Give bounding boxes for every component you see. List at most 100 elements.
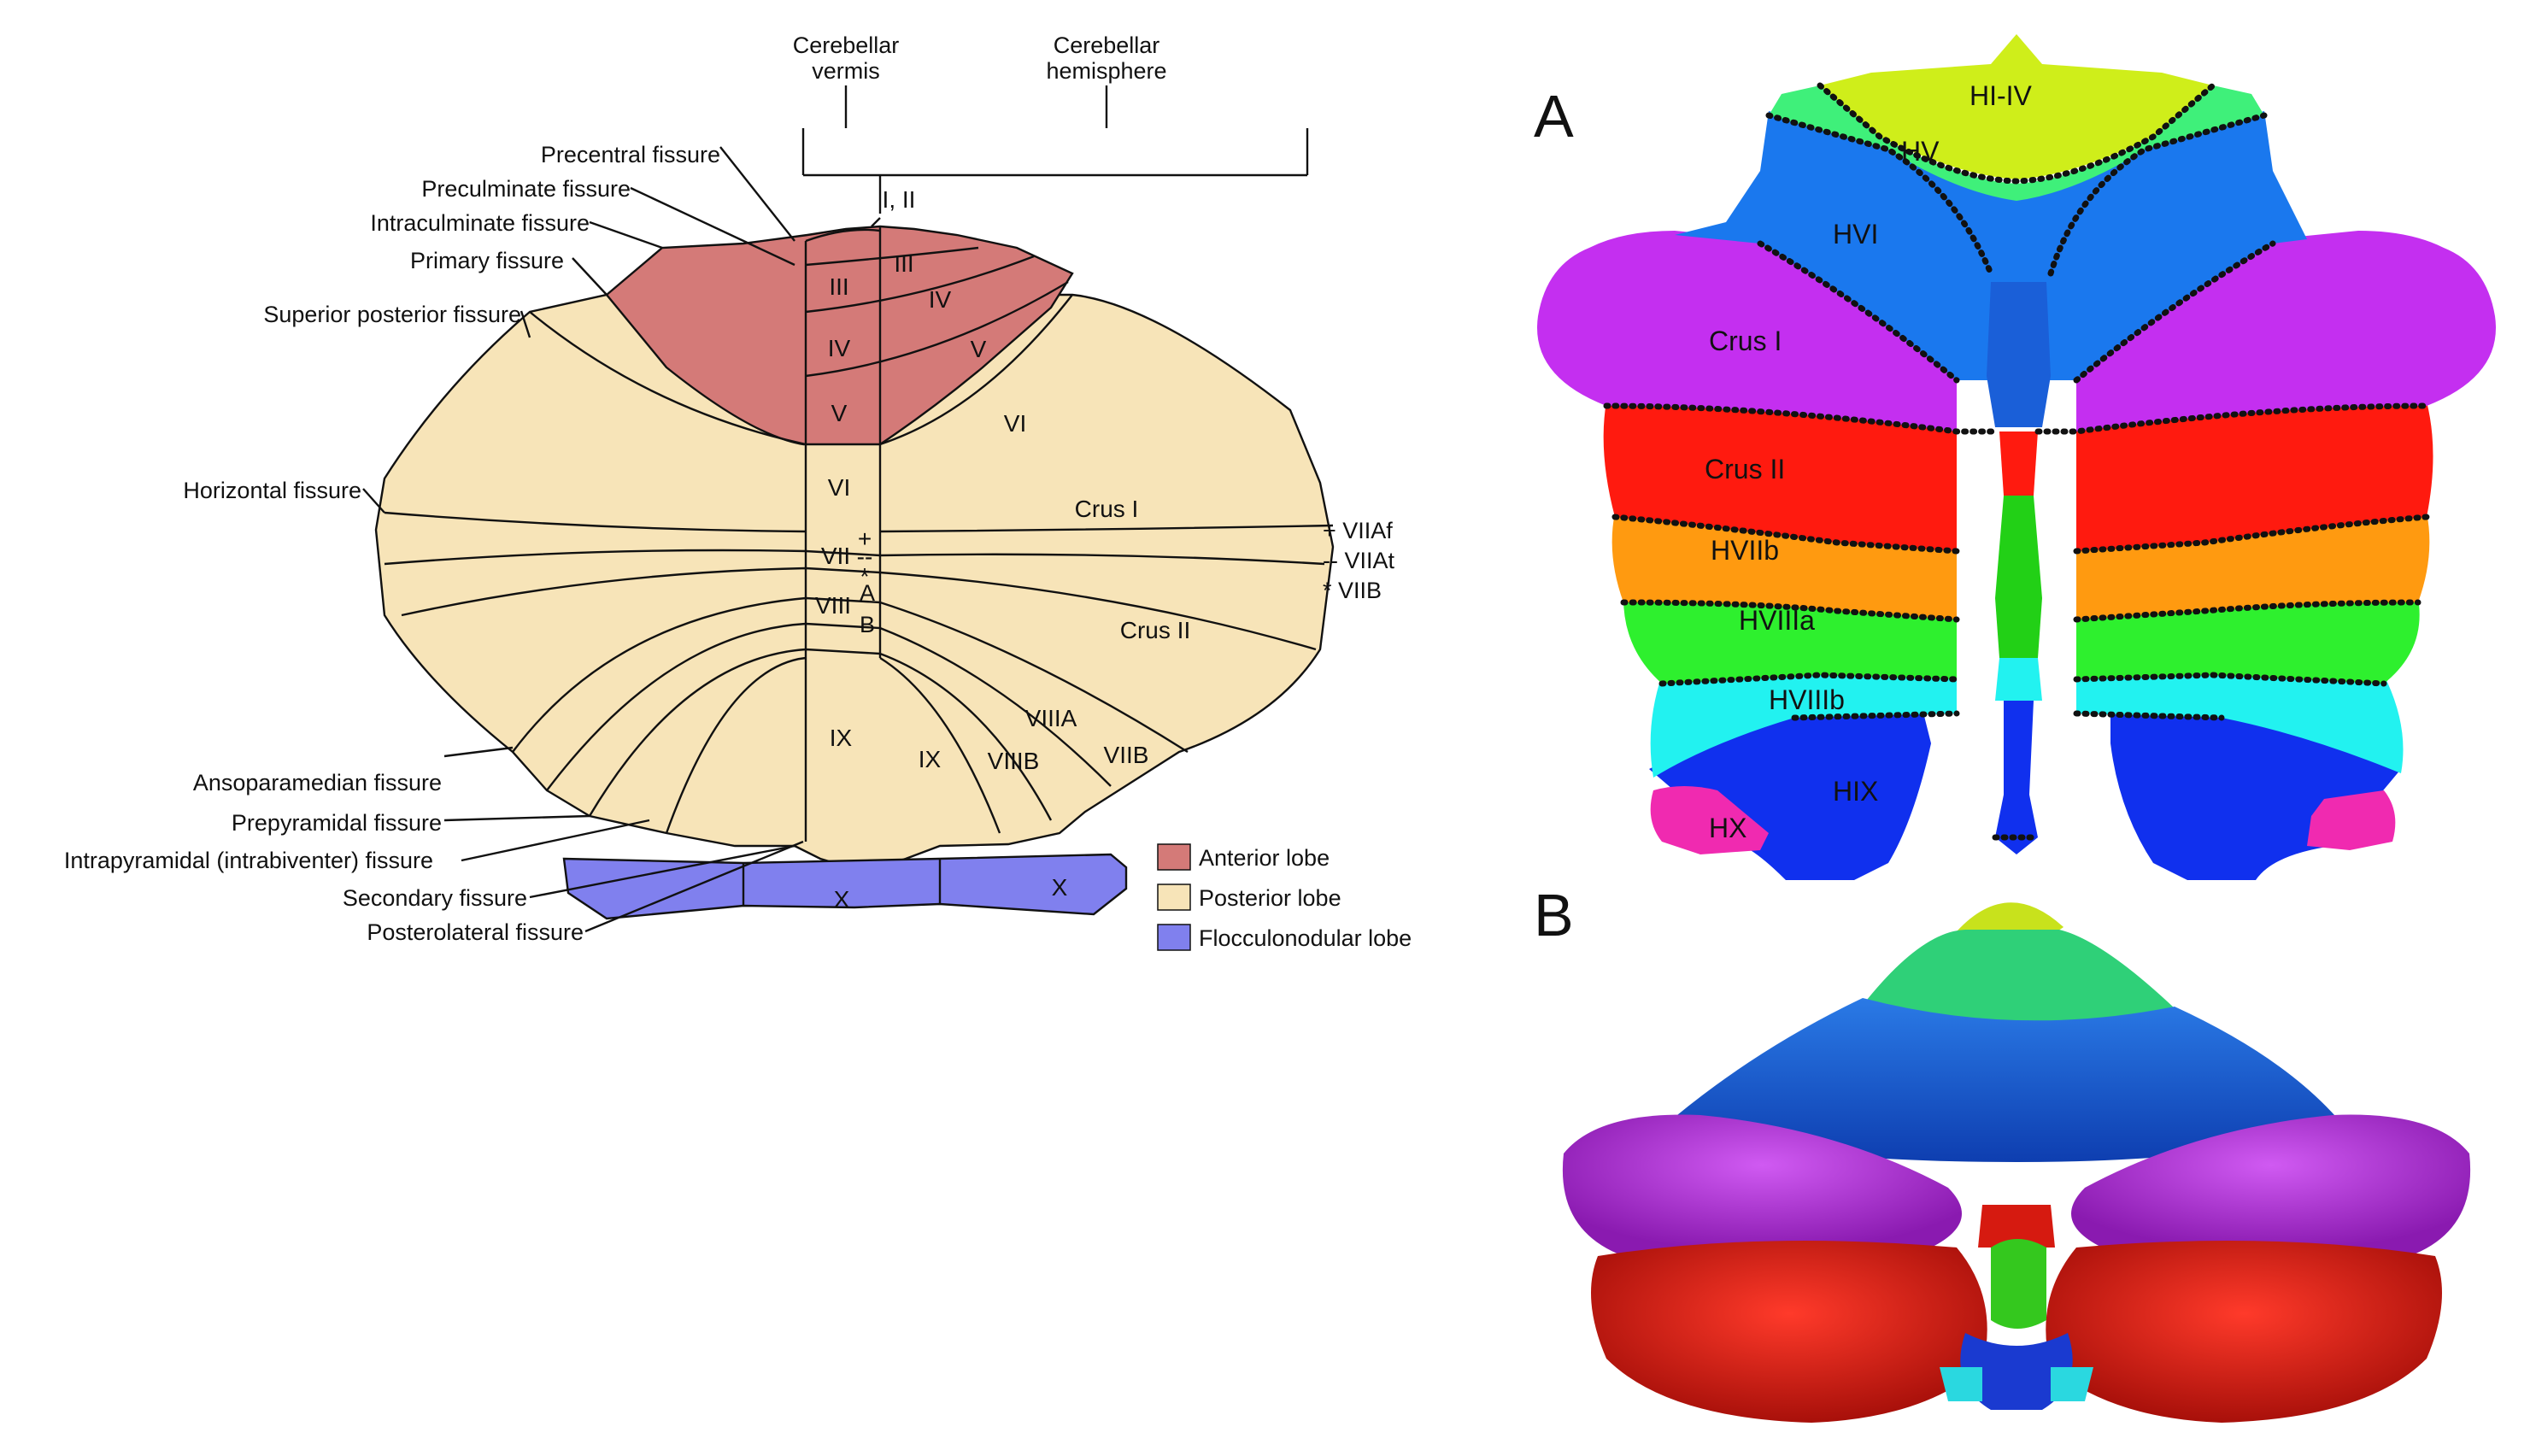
hemisphere-header-line1: Cerebellar xyxy=(1054,32,1160,58)
render-crus-i-left xyxy=(1562,1114,1962,1259)
legend-swatch-anterior xyxy=(1157,843,1191,871)
key-viib: * VIIB xyxy=(1323,578,1382,603)
panel-b-letter: B xyxy=(1534,882,1574,948)
region-label-ix-vermis: IX xyxy=(830,725,853,751)
schematic-diagram: Cerebellar vermis Cerebellar hemisphere xyxy=(362,32,1335,933)
sublobule-star: * xyxy=(860,563,870,590)
flatmap-region-hx-left xyxy=(1650,786,1769,854)
region-label-iii-vermis: III xyxy=(829,273,848,300)
sublobule-minus: -- xyxy=(857,543,873,570)
header-bracket xyxy=(801,85,1309,214)
flatmap-vermis-cyan xyxy=(1995,658,2042,701)
boundary-hviiia-hviiib xyxy=(1658,672,2387,687)
region-label-viib: VIIB xyxy=(1104,742,1149,768)
key-viiaf: + VIIAf xyxy=(1323,518,1393,543)
flatmap-region-hviiia-right xyxy=(2076,598,2420,684)
flatmap-region-hviib-left xyxy=(1611,513,1957,619)
render-vermis-bottom xyxy=(1960,1333,2073,1410)
panel-b-3d-render: B xyxy=(1534,882,2471,1423)
render-crus-i-right xyxy=(2071,1114,2471,1259)
sublobule-plus: + xyxy=(858,525,872,552)
region-label-viii-a: A xyxy=(860,580,875,606)
region-label-vii: VII xyxy=(821,543,850,569)
flatmap-label-crus-ii: Crus II xyxy=(1705,454,1785,484)
flatmap-label-hviiia: HVIIIa xyxy=(1739,605,1815,636)
region-label-viiib: VIIIB xyxy=(988,748,1040,774)
region-label-iv-hemisphere: IV xyxy=(929,286,952,313)
boundary-hvi-crus-i xyxy=(1757,240,2276,384)
flatmap-label-hi-iv: HI-IV xyxy=(1970,80,2033,111)
panel-a-flatmap: A xyxy=(1534,34,2496,880)
flatmap-vermis-red xyxy=(1999,432,2038,496)
render-cyan-left xyxy=(1940,1367,1982,1401)
label-posterolateral-fissure: Posterolateral fissure xyxy=(367,919,584,945)
boundary-hv-hvi xyxy=(1765,112,2268,277)
flatmap-label-hviib: HVIIb xyxy=(1711,535,1779,566)
label-precentral-fissure: Precentral fissure xyxy=(541,142,720,167)
hemisphere-header-line2: hemisphere xyxy=(1046,58,1166,84)
flatmap-region-hi-iv xyxy=(1820,34,2213,179)
region-label-viii: VIII xyxy=(815,592,851,619)
render-crus-ii-right xyxy=(2046,1241,2442,1423)
region-label-x-left: X xyxy=(834,886,850,913)
panel-a-letter: A xyxy=(1534,83,1574,150)
render-crus-ii-left xyxy=(1591,1241,1987,1423)
flatmap-region-crus-i-right xyxy=(2076,231,2496,432)
flatmap-region-hviiib-right xyxy=(2076,666,2404,773)
render-cyan-right xyxy=(2051,1367,2093,1401)
flatmap-region-hviib-right xyxy=(2076,513,2430,619)
label-intraculminate-fissure: Intraculminate fissure xyxy=(370,210,590,236)
label-superior-posterior-fissure: Superior posterior fissure xyxy=(263,302,521,327)
flatmap-region-hvi xyxy=(1675,111,2307,380)
boundary-crus-i-crus-ii xyxy=(1603,402,2430,435)
flatmap-region-crus-ii-right xyxy=(2076,402,2433,551)
region-label-crus-i: Crus I xyxy=(1075,496,1139,522)
flatmap-region-hix-left xyxy=(1649,709,1931,880)
sublobule-key: + VIIAf -- VIIAt * VIIB xyxy=(1323,518,1395,603)
flatmap-label-hvi: HVI xyxy=(1833,219,1878,250)
flatmap-vermis-upper xyxy=(1987,282,2051,427)
flatmap-label-hx: HX xyxy=(1709,813,1746,843)
flatmap-label-hviiib: HVIIIb xyxy=(1769,684,1845,715)
region-label-x-right: X xyxy=(1052,874,1068,901)
region-label-viii-b: B xyxy=(860,612,875,637)
region-label-ix-hemisphere: IX xyxy=(919,746,942,772)
legend: Anterior lobe Posterior lobe Flocculonod… xyxy=(1157,843,1412,951)
region-label-vi-vermis: VI xyxy=(828,474,850,501)
boundary-hviiib-hix xyxy=(1791,710,2225,721)
label-prepyramidal-fissure: Prepyramidal fissure xyxy=(232,810,442,836)
legend-label-anterior: Anterior lobe xyxy=(1199,845,1330,871)
label-secondary-fissure: Secondary fissure xyxy=(343,885,527,911)
flatmap-label-crus-i: Crus I xyxy=(1709,326,1782,356)
region-label-crus-ii: Crus II xyxy=(1120,617,1190,643)
legend-label-flocculonodular: Flocculonodular lobe xyxy=(1199,925,1412,951)
render-vermis-green xyxy=(1991,1239,2046,1329)
flatmap-vermis-green xyxy=(1995,496,2042,658)
region-label-iv-vermis: IV xyxy=(828,335,851,361)
boundary-hviib-hviiia xyxy=(1620,599,2422,623)
fissure-labels: Precentral fissure Preculminate fissure … xyxy=(64,142,720,945)
render-blue-band xyxy=(1662,998,2345,1162)
region-labels: I, II III IV V III IV V VI VI Crus I Cru… xyxy=(815,186,1190,913)
vermis-header-line2: vermis xyxy=(812,58,880,84)
region-label-vi-hemisphere: VI xyxy=(1004,410,1026,437)
flatmap-region-hviiia-left xyxy=(1623,598,1957,684)
flatmap-vermis-lower xyxy=(1995,701,2038,854)
key-viiat: -- VIIAt xyxy=(1323,548,1395,573)
boundary-hi-iv-hv xyxy=(1817,82,2216,185)
label-primary-fissure: Primary fissure xyxy=(410,248,564,273)
legend-swatch-posterior xyxy=(1157,884,1191,911)
anterior-lobe-shape xyxy=(605,225,1074,446)
region-label-i-ii: I, II xyxy=(883,186,916,213)
flatmap-region-crus-i-left xyxy=(1537,231,1957,432)
label-intrapyramidal-fissure: Intrapyramidal (intrabiventer) fissure xyxy=(64,848,433,873)
region-label-iii-hemisphere: III xyxy=(894,250,913,277)
label-preculminate-fissure: Preculminate fissure xyxy=(421,176,631,202)
render-green-band xyxy=(1867,930,2175,1034)
flatmap-region-crus-ii-left xyxy=(1603,402,1957,551)
flatmap-region-hx-right xyxy=(2307,790,2396,850)
boundary-crus-ii-hviib xyxy=(1611,514,2430,555)
region-label-v-vermis: V xyxy=(831,400,848,426)
legend-swatch-flocculonodular xyxy=(1157,924,1191,951)
label-ansoparamedian-fissure: Ansoparamedian fissure xyxy=(193,770,442,796)
